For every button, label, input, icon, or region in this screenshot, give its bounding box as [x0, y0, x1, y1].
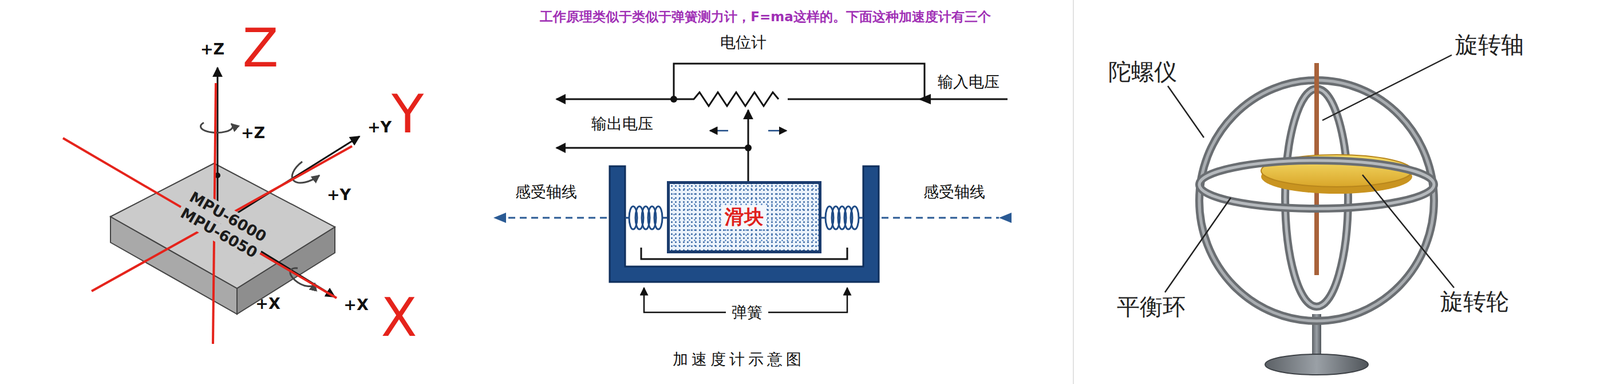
- axis-label: +X: [343, 295, 369, 314]
- spring: [654, 206, 663, 229]
- spring: [850, 206, 859, 229]
- signal-label: 输入电压: [937, 73, 1000, 91]
- spring: [662, 216, 667, 219]
- balance-ring: [1199, 160, 1434, 209]
- arrowhead: [493, 212, 507, 223]
- sense-axis: [881, 216, 999, 219]
- part-label: 电位计: [720, 33, 767, 51]
- node-text: 滑块: [721, 204, 767, 229]
- leader-line: [1362, 174, 1455, 288]
- part-label: 弹簧: [731, 303, 763, 321]
- title-note: 工作原理类似于类似于弹簧测力计，F=ma这样的。下面这种加速度计有三个: [539, 9, 991, 25]
- handwritten-axis: Z: [242, 19, 279, 78]
- rotation-label: +Z: [241, 124, 266, 142]
- separator: [1072, 0, 1074, 384]
- rotation-label: +Y: [326, 186, 351, 204]
- leader-line: [644, 287, 726, 312]
- part-label: 平衡环: [1116, 293, 1186, 319]
- wire: [787, 98, 1008, 101]
- rotation-arrow: [200, 122, 233, 133]
- balance-ring: [1199, 160, 1434, 209]
- motion-arrow: [709, 129, 729, 132]
- arrowhead: [918, 93, 931, 105]
- rotation-label: +X: [255, 294, 280, 312]
- axis-label: +Z: [200, 40, 225, 58]
- junction-dot: [670, 95, 678, 103]
- signal-label: 输出电压: [591, 115, 654, 133]
- junction-dot: [744, 144, 752, 152]
- part-label: 陀螺仪: [1108, 58, 1177, 85]
- handwritten-axis: Y: [391, 85, 424, 144]
- spin-axis: [1314, 85, 1319, 149]
- leader-line: [1167, 85, 1204, 138]
- output-wire: [556, 98, 674, 101]
- stand-base: [1265, 353, 1369, 375]
- handwritten-axis: X: [380, 288, 417, 347]
- chip-face: MPU-6000MPU-6050: [170, 182, 276, 268]
- part-label: 旋转轮: [1440, 288, 1509, 314]
- figure-caption: 加速度计示意图: [672, 350, 805, 368]
- leader-line: [1322, 54, 1452, 121]
- output-wire: [556, 147, 749, 149]
- motion-arrow: [768, 129, 787, 132]
- leader-line: [768, 287, 848, 312]
- wire: [673, 63, 925, 100]
- arrowhead: [998, 212, 1012, 223]
- resistor-symbol: [673, 92, 779, 106]
- slider-block: 滑块: [666, 180, 822, 254]
- part-label: 旋转轴: [1455, 32, 1524, 58]
- red-mark-line: [62, 137, 337, 298]
- axis-label: 感受轴线: [923, 183, 986, 201]
- spring: [858, 216, 864, 219]
- axis-label: +Y: [367, 118, 392, 136]
- sense-axis: [502, 216, 607, 219]
- axis-label: 感受轴线: [515, 183, 578, 201]
- leader-line: [1164, 197, 1231, 292]
- housing: [609, 166, 879, 282]
- red-mark-line: [91, 145, 353, 291]
